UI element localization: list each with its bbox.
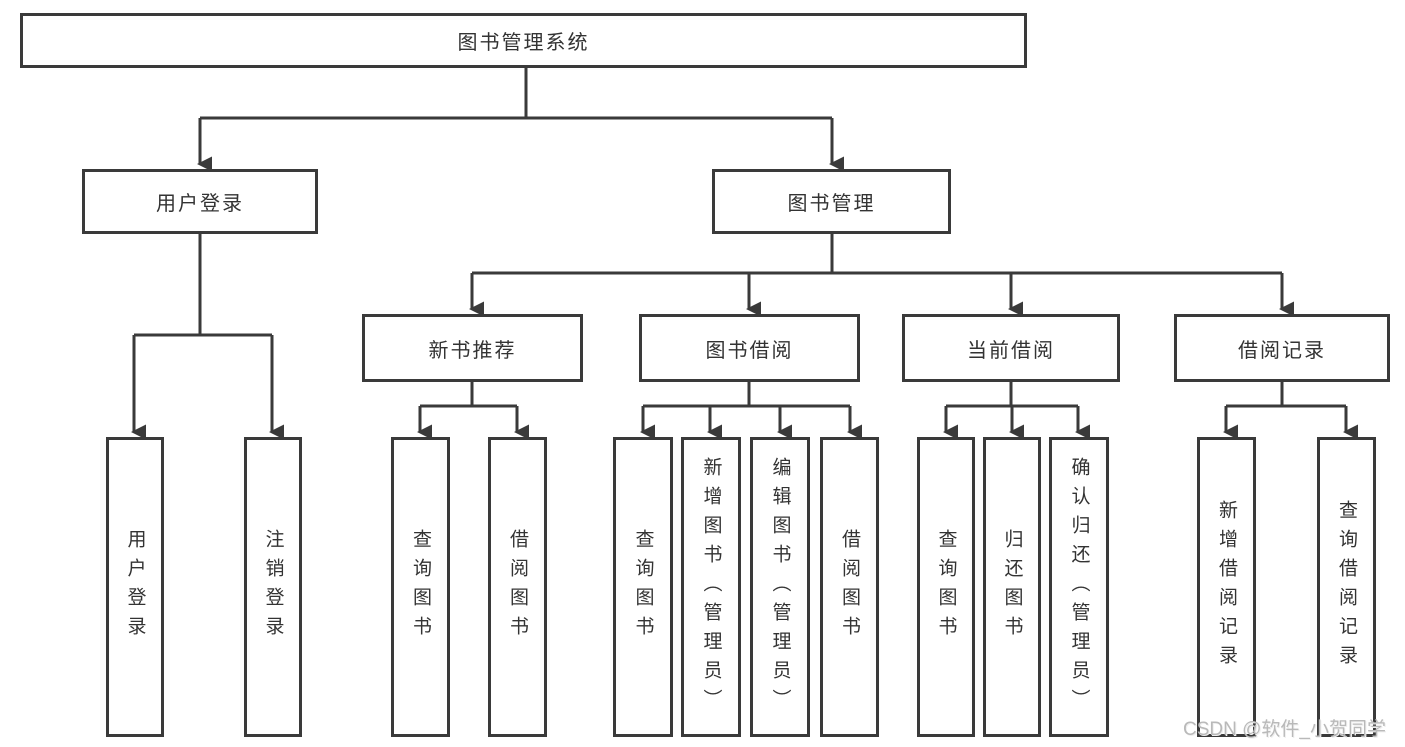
node-label: 图书管理 [787, 193, 876, 215]
connector-book-management-branch [472, 234, 1282, 275]
connector-book-borrow-branch [643, 382, 850, 408]
node-label: 新增图书（管理员） [700, 456, 722, 718]
node-current-confirm-return-admin: 确认归还（管理员） [1049, 437, 1109, 737]
node-label: 借阅图书 [839, 529, 860, 645]
node-label: 查询借阅记录 [1336, 500, 1357, 674]
node-current-borrowing: 当前借阅 [902, 314, 1120, 382]
node-label: 编辑图书（管理员） [769, 456, 791, 718]
node-label: 查询图书 [632, 529, 654, 645]
node-borrowing-records: 借阅记录 [1174, 314, 1390, 382]
node-label: 借阅图书 [507, 529, 528, 645]
connector-user-login-branch [134, 234, 272, 337]
node-label: 用户登录 [124, 529, 146, 645]
connector-root-branch [200, 68, 832, 120]
connector-borrow-records-branch [1226, 382, 1346, 408]
node-label: 借阅记录 [1238, 339, 1326, 362]
node-user-login: 用户登录 [82, 169, 318, 234]
node-label: 新书推荐 [428, 339, 517, 362]
node-label: 查询图书 [410, 529, 431, 645]
node-borrow-borrow-books: 借阅图书 [820, 437, 879, 737]
connector-new-book-rec-branch [420, 382, 517, 408]
node-new-book-recommendation: 新书推荐 [362, 314, 583, 382]
node-borrow-query-books: 查询图书 [613, 437, 673, 737]
node-library-management-system: 图书管理系统 [20, 13, 1027, 68]
node-label: 用户登录 [156, 193, 244, 215]
node-book-borrowing: 图书借阅 [639, 314, 860, 382]
node-records-add-borrow-record: 新增借阅记录 [1197, 437, 1256, 737]
node-current-return-books: 归还图书 [983, 437, 1041, 737]
node-logout-op: 注销登录 [244, 437, 302, 737]
node-label: 图书借阅 [705, 339, 794, 362]
node-book-management: 图书管理 [712, 169, 951, 234]
node-label: 当前借阅 [967, 339, 1055, 362]
node-records-query-borrow-record: 查询借阅记录 [1317, 437, 1376, 737]
node-label: 查询图书 [935, 529, 957, 645]
node-label: 注销登录 [262, 529, 284, 645]
node-label: 归还图书 [1001, 529, 1023, 645]
node-label: 新增借阅记录 [1216, 500, 1237, 674]
node-borrow-add-books-admin: 新增图书（管理员） [681, 437, 741, 737]
node-rec-query-books: 查询图书 [391, 437, 450, 737]
node-rec-borrow-books: 借阅图书 [488, 437, 547, 737]
csdn-watermark: CSDN @软件_小贺同学 [1183, 719, 1386, 740]
node-borrow-edit-books-admin: 编辑图书（管理员） [750, 437, 810, 737]
node-user-login-op: 用户登录 [106, 437, 164, 737]
node-label: 图书管理系统 [457, 32, 590, 54]
node-label: 确认归还（管理员） [1068, 456, 1090, 718]
node-current-query-books: 查询图书 [917, 437, 975, 737]
connector-current-borrow-branch [946, 382, 1078, 408]
